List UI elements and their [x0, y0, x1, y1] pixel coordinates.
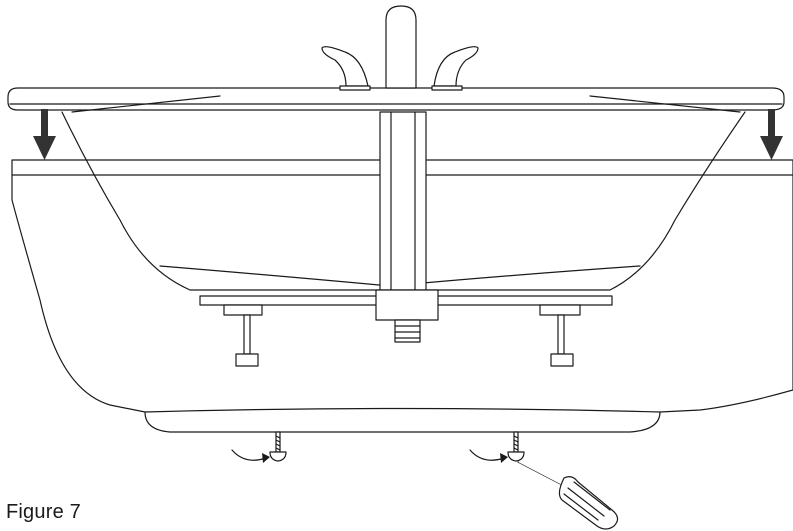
mounting-bracket-left [223, 304, 263, 367]
faucet-handle-icon-left [321, 46, 371, 91]
down-arrow-icon-right [760, 109, 783, 160]
down-arrow-icon-left [33, 109, 56, 160]
mounting-screw-icon-left [269, 431, 287, 462]
mounting-screw-icon-right [507, 431, 525, 462]
curved-rotation-arrow-icon-left [231, 449, 270, 463]
faucet-spout-icon [375, 5, 439, 343]
screwdriver-icon [517, 461, 619, 530]
mounting-bracket-right [539, 304, 581, 367]
figure-caption: Figure 7 [6, 501, 81, 523]
faucet-handle-icon-right [431, 46, 479, 91]
curved-rotation-arrow-icon-right [469, 449, 508, 463]
